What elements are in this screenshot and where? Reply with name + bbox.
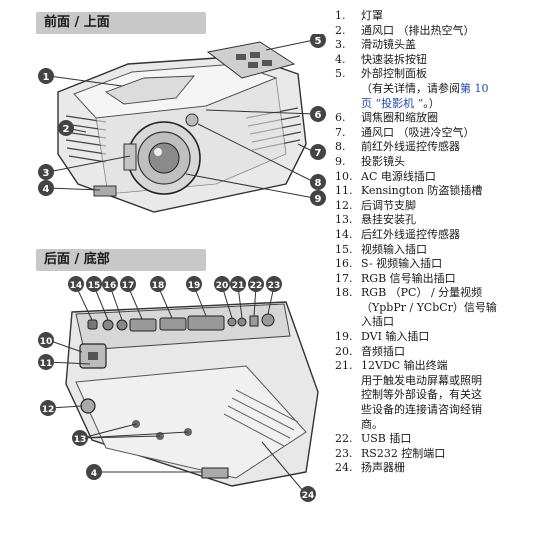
callout-22: 22 <box>248 276 264 292</box>
legend-note-item21-d: 商。 <box>361 417 383 431</box>
svg-text:22: 22 <box>250 281 263 291</box>
legend-item: 19.DVI 输入插口 <box>335 330 430 344</box>
callout-15: 15 <box>86 276 102 292</box>
callout-23: 23 <box>266 276 282 292</box>
page-link[interactable]: 第 10 <box>460 81 489 95</box>
svg-text:23: 23 <box>268 281 281 291</box>
svg-text:5: 5 <box>315 36 322 47</box>
callout-6: 6 <box>310 106 326 122</box>
callout-13: 13 <box>72 430 88 446</box>
callout-21: 21 <box>230 276 246 292</box>
svg-text:10: 10 <box>40 337 53 347</box>
legend-item: 18.RGB （PC） / 分量视频 <box>335 286 483 300</box>
legend-item: 21.12VDC 输出终端 <box>335 359 448 373</box>
callout-4: 4 <box>38 180 54 196</box>
svg-text:8: 8 <box>315 178 322 189</box>
callout-5: 5 <box>310 34 326 48</box>
callout-7: 7 <box>310 144 326 160</box>
svg-text:14: 14 <box>70 281 83 291</box>
callout-11: 11 <box>38 354 54 370</box>
legend-item: 3.滑动镜头盖 <box>335 38 416 52</box>
svg-text:3: 3 <box>43 168 50 179</box>
legend-note-item5-cont: 页 “投影机 ”。） <box>361 96 440 110</box>
legend-item: 1.灯罩 <box>335 9 383 22</box>
callout-12: 12 <box>40 400 56 416</box>
legend-note-item18: （YpbPr / YCbCr）信号输 <box>361 300 497 314</box>
svg-text:15: 15 <box>88 281 101 291</box>
legend-item: 16.S- 视频输入插口 <box>335 257 443 271</box>
legend-note-item5: （有关详情，请参阅第 10 <box>361 81 489 95</box>
legend-note-item21: 用于触发电动屏幕或照明 <box>361 373 482 387</box>
legend-item: 5.外部控制面板 <box>335 67 427 81</box>
legend-item: 20.音频插口 <box>335 344 405 358</box>
svg-text:17: 17 <box>122 281 135 291</box>
svg-text:2: 2 <box>63 124 70 135</box>
svg-text:11: 11 <box>40 359 53 369</box>
parts-legend: 1.灯罩 2.通风口 （排出热空气） 3.滑动镜头盖 4.快速装拆按钮 5.外部… <box>335 9 531 476</box>
legend-item: 2.通风口 （排出热空气） <box>335 23 475 37</box>
svg-text:1: 1 <box>43 72 50 83</box>
callout-20: 20 <box>214 276 230 292</box>
front-top-header: 前面 / 上面 <box>36 12 206 34</box>
callout-1: 1 <box>38 68 54 84</box>
legend-item: 12.后调节支脚 <box>335 198 416 212</box>
callout-14: 14 <box>68 276 84 292</box>
legend-item: 10.AC 电源线插口 <box>335 169 436 183</box>
svg-text:24: 24 <box>302 491 315 501</box>
legend-item: 8.前红外线遥控传感器 <box>335 140 460 154</box>
svg-text:9: 9 <box>315 194 322 205</box>
svg-text:21: 21 <box>232 281 245 291</box>
legend-item: 11.Kensington 防盗锁插槽 <box>335 184 483 198</box>
callout-9: 9 <box>310 190 326 206</box>
legend-item: 17.RGB 信号输出插口 <box>335 271 456 285</box>
callout-24: 24 <box>300 486 316 502</box>
legend-item: 13.悬挂安装孔 <box>335 213 416 227</box>
legend-item: 22.USB 插口 <box>335 432 412 446</box>
legend-item: 15.视频输入插口 <box>335 242 427 256</box>
callout-3: 3 <box>38 164 54 180</box>
legend-item: 14.后红外线遥控传感器 <box>335 227 460 241</box>
callout-18: 18 <box>150 276 166 292</box>
callout-16: 16 <box>102 276 118 292</box>
svg-text:7: 7 <box>315 148 322 159</box>
callout-4-rear: 4 <box>86 464 102 480</box>
legend-note-item18-cont: 入插口 <box>361 315 394 329</box>
svg-text:20: 20 <box>216 281 229 291</box>
svg-text:18: 18 <box>152 281 165 291</box>
svg-text:4: 4 <box>43 184 50 195</box>
callout-17: 17 <box>120 276 136 292</box>
callout-10: 10 <box>38 332 54 348</box>
rear-bottom-diagram: 14 15 16 17 18 19 20 21 22 23 10 11 12 1… <box>38 276 319 502</box>
legend-note-item21-b: 控制等外部设备，有关这 <box>361 388 482 402</box>
callout-8: 8 <box>310 174 326 190</box>
legend-item: 6.调焦圈和缩放圈 <box>335 111 438 125</box>
front-top-diagram: 1 2 3 4 5 6 7 8 9 <box>38 34 326 213</box>
svg-text:19: 19 <box>188 281 201 291</box>
svg-text:16: 16 <box>104 281 117 291</box>
legend-item: 23.RS232 控制端口 <box>335 446 446 460</box>
callout-2: 2 <box>58 120 74 136</box>
legend-note-item21-c: 些设备的连接请咨询经销 <box>361 403 482 417</box>
legend-item: 9.投影镜头 <box>335 154 405 168</box>
svg-text:4: 4 <box>91 469 97 479</box>
legend-item: 24.扬声器栅 <box>335 461 405 475</box>
svg-text:13: 13 <box>74 435 87 445</box>
svg-text:12: 12 <box>42 405 55 415</box>
svg-text:6: 6 <box>315 110 322 121</box>
legend-item: 4.快速装拆按钮 <box>335 52 427 66</box>
page-link-cont[interactable]: 页 “投影机 ” <box>361 96 424 110</box>
rear-bottom-header: 后面 / 底部 <box>36 249 206 271</box>
legend-item: 7.通风口 （吸进冷空气） <box>335 125 475 139</box>
callout-19: 19 <box>186 276 202 292</box>
